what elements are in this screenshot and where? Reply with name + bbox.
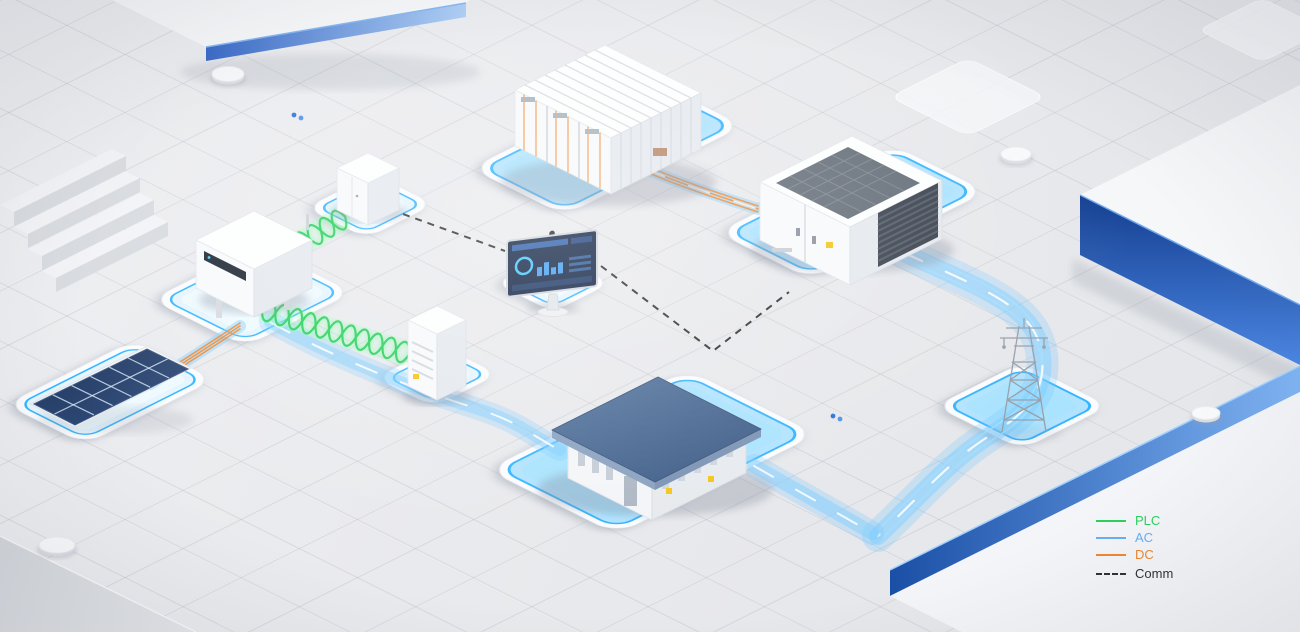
logo-mark — [653, 148, 667, 156]
door — [624, 476, 637, 506]
grille — [878, 183, 938, 267]
comm-link — [402, 213, 790, 353]
comm-line-swatch — [1096, 572, 1126, 575]
ac-line-swatch — [1096, 536, 1126, 539]
ess-container — [500, 44, 716, 206]
door-lock-rods — [523, 94, 601, 189]
roof-ribs — [524, 49, 692, 134]
monitor-stand — [546, 293, 560, 311]
status-led — [207, 256, 211, 259]
faint-floor-tile — [895, 60, 1041, 134]
monitoring-terminal — [506, 229, 598, 317]
connector-dots — [830, 413, 843, 422]
legend-item-dc: DC — [1096, 546, 1173, 563]
battery-cabinet — [403, 305, 471, 405]
slab-shadow — [1072, 258, 1300, 392]
legend-item-plc: PLC — [1096, 512, 1173, 529]
transmission-tower — [983, 318, 1063, 442]
gauge — [514, 256, 534, 276]
warning-label — [826, 242, 833, 248]
ac-flow-building-to-grid — [754, 466, 872, 533]
legend-label-ac: AC — [1135, 530, 1154, 545]
floor-discs — [37, 66, 1222, 559]
control-cabinet — [330, 152, 406, 226]
monitor-screen — [506, 229, 598, 298]
grille-slats — [877, 188, 939, 262]
legend-label-dc: DC — [1135, 547, 1154, 562]
warning-label — [708, 476, 714, 482]
stepped-structure — [0, 149, 168, 292]
floor-disc — [37, 536, 77, 559]
floor-disc — [210, 66, 246, 87]
roof-mesh-lines — [787, 152, 905, 213]
legend: PLC AC DC Comm — [1096, 512, 1173, 582]
plc-line-swatch — [1096, 519, 1126, 522]
slab-top-left — [112, 0, 470, 61]
legend-label-plc: PLC — [1135, 513, 1161, 528]
slab-shadow — [180, 54, 480, 90]
warning-label — [666, 488, 672, 494]
floor-disc — [999, 146, 1033, 167]
connector-dots — [291, 112, 304, 121]
slab-top-right — [1079, 85, 1300, 365]
faint-floor-tile — [1202, 0, 1300, 60]
roof — [551, 376, 762, 483]
warning-label — [413, 374, 419, 379]
floor-disc — [1190, 406, 1222, 425]
legend-item-comm: Comm — [1096, 565, 1173, 582]
floor-wedge-bottom-left — [0, 535, 197, 632]
legend-item-ac: AC — [1096, 529, 1173, 546]
mount-leg — [216, 296, 222, 318]
legend-label-comm: Comm — [1135, 566, 1174, 581]
antenna — [306, 214, 309, 230]
string-inverter — [195, 210, 313, 318]
solar-array — [28, 345, 193, 434]
substation-building — [537, 376, 773, 521]
inverter-screen — [204, 251, 246, 281]
handle — [355, 194, 359, 198]
side-ribs — [620, 98, 692, 189]
pcs-transformer — [750, 135, 954, 286]
dc-line-swatch — [1096, 553, 1126, 556]
